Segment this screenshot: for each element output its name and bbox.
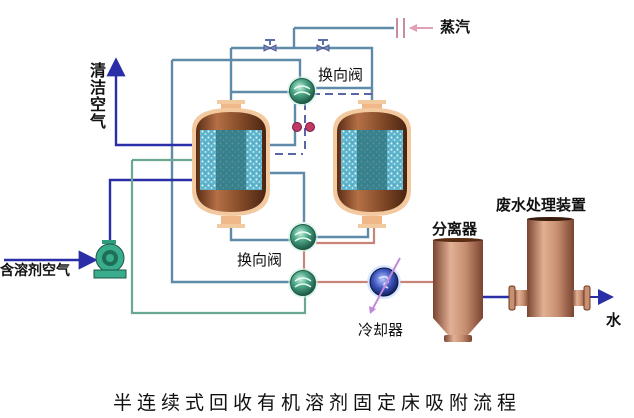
steam-label: 蒸汽 [440,18,471,36]
air-pipes [4,57,200,270]
tank1-side-down [262,171,306,222]
return-pipes [130,158,307,315]
clean-air-label: 清洁空气 [87,62,106,130]
solvent-air-label: 含溶剂空气 [0,263,70,279]
steam-header-pipe [231,46,374,100]
wastewater-treatment-unit[interactable] [508,217,591,317]
tank1-bottom-return [229,226,290,242]
blower-to-tank1 [108,178,200,243]
reversing-valve-top-label: 换向阀 [318,66,364,84]
wastewater-unit-label: 废水处理装置 [496,196,587,214]
globe-valve-icon[interactable] [316,39,330,52]
diagram-title: 半连续式回收有机溶剂固定床吸附流程 [112,392,521,414]
steam-inlet [396,18,433,38]
tank2-bottom-condensate [316,222,376,245]
separator-vessel[interactable] [433,238,483,342]
outer-loop-pipe [172,58,302,78]
adsorber-tank-1[interactable] [192,100,270,228]
return-line-main [130,160,307,315]
reversing-valve-bottom-lower[interactable] [288,268,318,298]
indicator-lights [292,122,315,132]
outer-loop-left [170,60,290,284]
reversing-valve-bottom-label: 换向阀 [237,251,283,269]
blower[interactable] [93,240,127,279]
globe-valve-icon[interactable] [263,39,277,52]
cooler-label: 冷却器 [358,321,404,339]
cooler[interactable] [367,257,401,314]
adsorber-tank-2[interactable] [333,100,411,228]
steam-pipes [170,26,394,284]
reversing-valve-top[interactable] [287,76,317,106]
tank1-to-clean-air [106,57,200,147]
tank1-side-to-valve [262,104,297,147]
water-label: 水 [606,311,622,329]
separator-label: 分离器 [432,220,478,238]
coolant-line [371,257,401,311]
reversing-valve-bottom-upper[interactable] [288,222,318,252]
